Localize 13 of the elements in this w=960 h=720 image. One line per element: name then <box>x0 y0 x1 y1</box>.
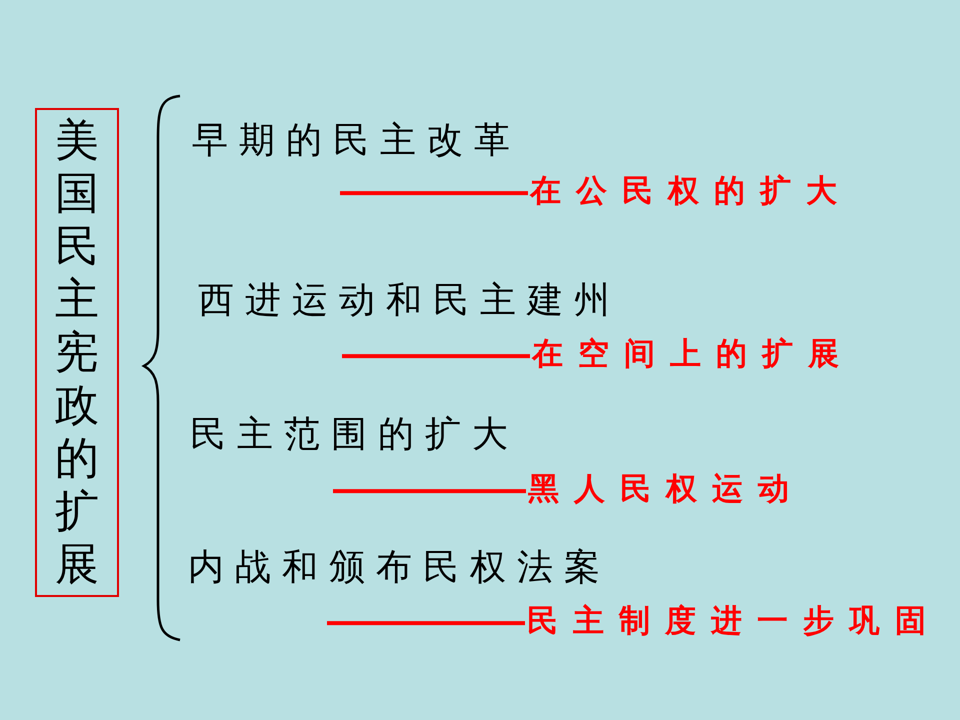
result-text: 黑人民权运动 <box>528 468 804 510</box>
topic-text: 内战和颁布民权法案 <box>188 543 611 592</box>
topic-text: 早期的民主改革 <box>192 116 521 165</box>
result-text: 在空间上的扩展 <box>532 333 854 375</box>
topic-text: 西进运动和民主建州 <box>198 276 621 325</box>
result-text: 在公民权的扩大 <box>530 170 852 212</box>
result-text: 民主制度进一步巩固 <box>527 600 941 642</box>
topic-text: 民主范围的扩大 <box>190 410 519 459</box>
connector-line <box>342 354 530 358</box>
connector-line <box>340 191 528 196</box>
title-box: 美国民主宪政的扩展 <box>35 108 119 597</box>
connector-line <box>333 489 526 494</box>
connector-line <box>327 621 525 626</box>
